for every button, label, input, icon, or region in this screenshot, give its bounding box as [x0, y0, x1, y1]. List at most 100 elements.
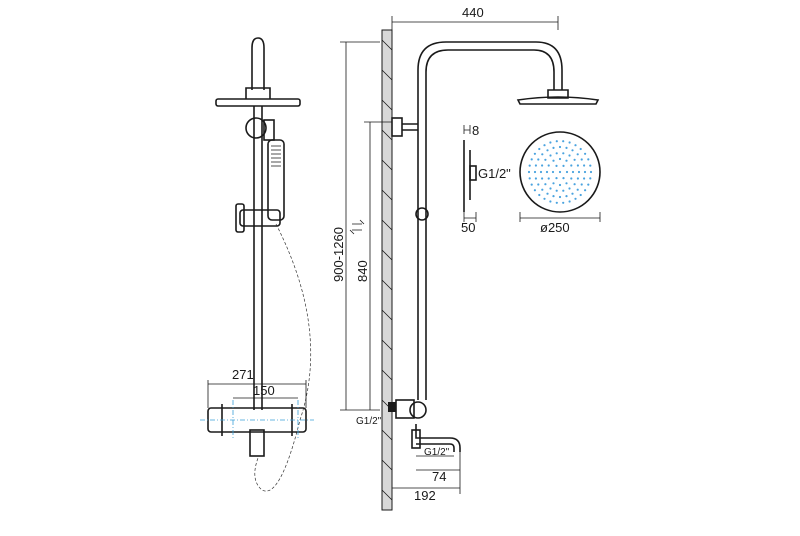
front-slider-knob: [235, 203, 245, 233]
nozzle-dot: [576, 153, 579, 156]
nozzle-dot: [583, 164, 586, 167]
spout-projection-label: 192: [414, 488, 436, 503]
nozzle-dot: [555, 189, 558, 192]
nozzle-dot: [576, 188, 579, 191]
nozzle-dot: [584, 189, 587, 192]
nozzle-dot: [568, 200, 571, 203]
front-hose: [254, 223, 312, 492]
nozzle-dot: [579, 147, 582, 151]
height-range-dim-line: [340, 41, 380, 411]
nozzle-dot: [589, 177, 592, 180]
nozzle-dot: [541, 153, 544, 156]
front-wall-bracket: [245, 117, 267, 139]
nozzle-dot: [580, 158, 583, 161]
front-hand-shower-nozzles: [271, 145, 281, 167]
nozzle-dot: [562, 140, 565, 143]
nozzle-dot: [580, 183, 583, 186]
nozzle-dot: [565, 159, 568, 162]
front-hand-shower: [267, 139, 285, 221]
nozzle-dot: [577, 170, 581, 174]
nozzle-dot: [543, 144, 546, 147]
head-thickness-dim-line: [463, 125, 471, 134]
head-profile-connector: [469, 165, 477, 181]
height-fixed-label: 840: [355, 260, 370, 282]
head-diameter-dim-line: [519, 212, 601, 222]
nozzle-dot: [527, 170, 531, 174]
nozzle-dot: [562, 152, 565, 155]
head-nozzle-pattern: [527, 140, 593, 204]
nozzle-dot: [568, 141, 571, 144]
nozzle-dot: [565, 182, 568, 185]
side-spout-connector: [411, 429, 421, 449]
nozzle-dot: [583, 177, 586, 180]
nozzle-dot: [534, 164, 538, 167]
nozzle-dot: [570, 164, 573, 167]
nozzle-dot: [584, 152, 587, 155]
nozzle-dot: [555, 201, 558, 204]
front-slider: [239, 209, 281, 227]
nozzle-dot: [583, 170, 587, 174]
nozzle-dot: [530, 183, 533, 186]
side-bracket-arm: [402, 123, 418, 131]
nozzle-dot: [587, 158, 590, 161]
nozzle-dot: [587, 183, 590, 186]
nozzle-dot: [533, 152, 537, 155]
nozzle-dot: [555, 164, 558, 167]
head-depth-dim-line: [463, 212, 477, 222]
nozzle-dot: [589, 164, 592, 167]
nozzle-dot: [534, 177, 538, 180]
nozzle-dot: [555, 177, 558, 180]
nozzle-dot: [547, 177, 550, 180]
head-thickness-label: 8: [472, 123, 479, 138]
nozzle-dot: [574, 144, 577, 147]
nozzle-dot: [528, 177, 531, 180]
nozzle-dot: [571, 192, 574, 195]
nozzle-dot: [562, 177, 565, 180]
mixer-width-dim-line: [207, 380, 307, 408]
nozzle-dot: [552, 146, 555, 149]
nozzle-dot: [568, 187, 571, 190]
front-riser-pipe: [253, 106, 263, 410]
nozzle-dot: [547, 164, 550, 167]
nozzle-dot: [528, 164, 531, 167]
nozzle-dot: [555, 140, 558, 143]
nozzle-dot: [579, 193, 582, 197]
nozzle-dot: [549, 200, 552, 203]
mixer-width-label: 271: [232, 367, 254, 382]
front-shower-arm: [251, 37, 265, 90]
head-top-view: [519, 131, 601, 222]
spout-offset-label: 74: [432, 469, 446, 484]
nozzle-dot: [562, 201, 565, 204]
side-riser-and-arm: [417, 41, 563, 400]
nozzle-dot: [558, 157, 562, 161]
nozzle-dot: [558, 170, 562, 174]
nozzle-dot: [544, 183, 547, 186]
front-inlet-centerlines: [232, 400, 299, 440]
width-top-label: 440: [462, 5, 484, 20]
nozzle-dot: [552, 182, 555, 185]
front-slider-top: [263, 119, 275, 141]
nozzle-dot: [571, 149, 574, 152]
nozzle-dot: [537, 183, 540, 186]
head-depth-label: 50: [461, 220, 475, 235]
nozzle-dot: [562, 164, 565, 167]
side-bath-spout: [415, 424, 461, 452]
front-view: [200, 37, 314, 492]
nozzle-dot: [576, 177, 580, 180]
side-slider-knob: [415, 207, 429, 221]
nozzle-dot: [549, 187, 552, 190]
head-profile: [463, 140, 471, 212]
nozzle-dot: [552, 195, 555, 198]
nozzle-dot: [549, 154, 552, 157]
spout-offset-dim-line: [416, 452, 461, 476]
nozzle-dot: [533, 189, 537, 192]
wall: [381, 29, 393, 511]
side-head-connector: [547, 89, 569, 99]
nozzle-dot: [565, 195, 568, 198]
nozzle-dot: [558, 183, 562, 187]
nozzle-dot: [546, 149, 549, 152]
front-spout: [249, 429, 265, 457]
width-top-dim-line: [391, 16, 559, 30]
front-shower-head: [215, 98, 301, 107]
nozzle-dot: [565, 170, 569, 174]
